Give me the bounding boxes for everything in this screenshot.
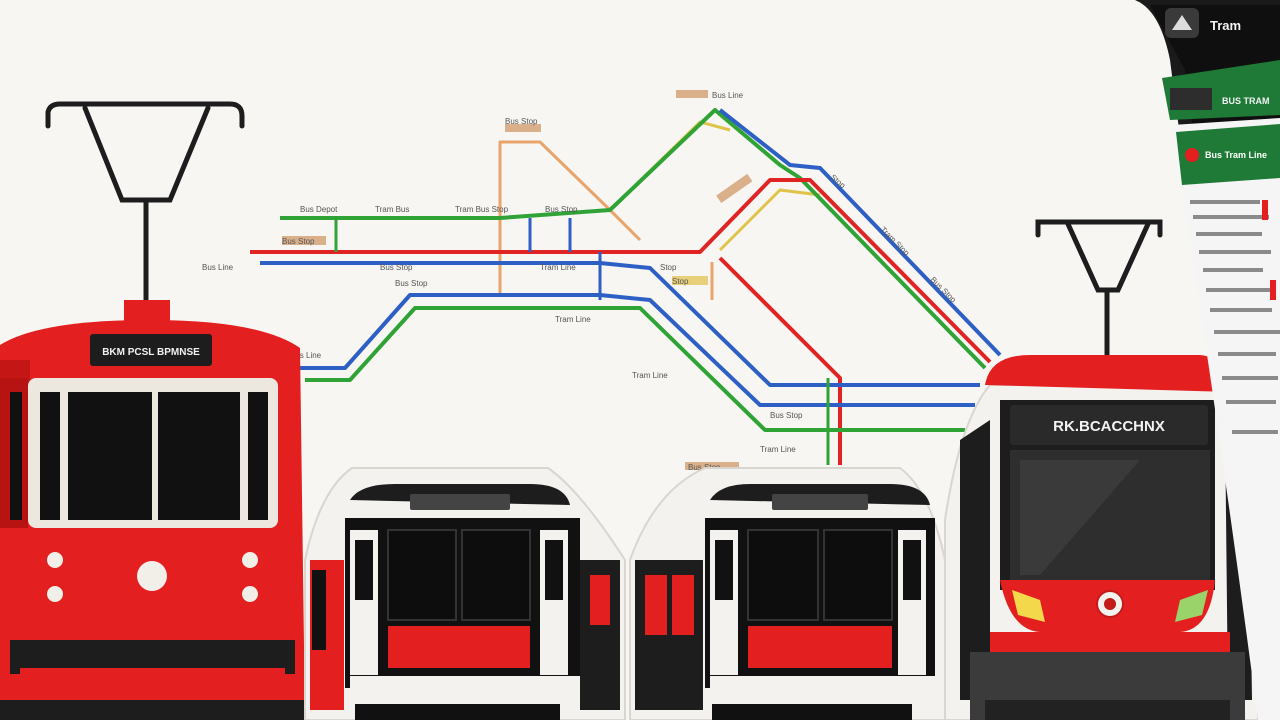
station-label: Stop (660, 263, 677, 272)
map-line-yellow (608, 120, 821, 252)
mobile-app-phone: Tram BUS TRAM Bus Tram Line (1135, 0, 1280, 720)
station-label: Bus Stop (395, 279, 428, 288)
modern-tram-center-right (629, 467, 946, 720)
station-label: Bus Line (202, 263, 234, 272)
station-label: Tram Bus (375, 205, 409, 214)
phone-text-lines (1190, 200, 1280, 434)
pantograph (45, 101, 245, 303)
map-line-green-lower (305, 306, 965, 432)
station-label: Bus Depot (300, 205, 338, 214)
station-label: Tram Bus Stop (455, 205, 509, 214)
map-line-orange (498, 140, 642, 295)
phone-header: Tram (1210, 18, 1241, 33)
station-label: Bus Line (712, 91, 744, 100)
station-label: Bus Stop (770, 411, 803, 420)
map-line-blue-lower (300, 293, 975, 407)
map-connector (528, 218, 602, 300)
map-line-red (250, 178, 992, 364)
station-label: Bus Line (290, 351, 322, 360)
transit-map (250, 108, 1002, 465)
phone-banner: BUS TRAM (1222, 96, 1270, 106)
tram-destination-sign: BKM PCSL BPMNSE (102, 347, 200, 358)
station-label: Bus Stop (545, 205, 578, 214)
station-label: Tram Line (760, 445, 796, 454)
pantograph (1035, 219, 1163, 358)
station-label: Tram Line (632, 371, 668, 380)
station-label: Bus Stop (929, 275, 959, 305)
station-label: Stop (672, 277, 689, 286)
map-line-green-upper (280, 108, 987, 370)
map-line-blue-upper (718, 108, 1002, 357)
tram-destination-sign: RK.BCACCHNX (1053, 418, 1165, 435)
station-label: Tram Line (540, 263, 576, 272)
station-label: Bus Stop (282, 237, 315, 246)
station-label: Bus Stop (505, 117, 538, 126)
map-station-labels: Bus Line Bus Stop Bus Depot Tram Bus Tra… (202, 90, 958, 472)
headlight-icon (137, 561, 167, 591)
modern-tram-right: RK.BCACCHNX (944, 219, 1260, 720)
map-line-red-down (718, 256, 842, 465)
map-line-blue-mid (260, 261, 980, 387)
phone-card-title: Bus Tram Line (1205, 150, 1267, 160)
station-label: Tram Line (555, 315, 591, 324)
station-label: Bus Stop (380, 263, 413, 272)
heritage-tram: BKM PCSL BPMNSE (0, 101, 305, 720)
modern-tram-center-left (304, 467, 626, 720)
